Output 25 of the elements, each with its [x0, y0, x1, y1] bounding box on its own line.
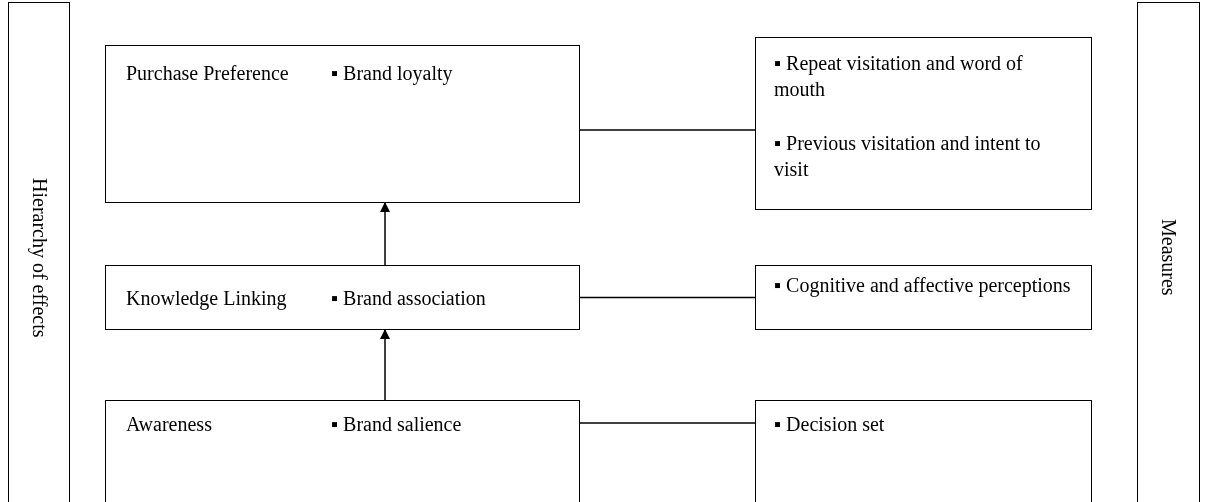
side-label-band — [8, 2, 70, 502]
connector-line — [579, 296, 756, 299]
side-label-band — [1137, 2, 1200, 502]
vertical-label: Hierarchy of effects — [27, 177, 51, 338]
connector-line — [579, 129, 756, 131]
bullet-item: ▪ Decision set — [774, 412, 885, 437]
bullet-item: ▪ Repeat visitation and word of mouth — [774, 51, 1024, 102]
measures-box — [755, 265, 1092, 330]
measures-box — [755, 37, 1092, 210]
arrow — [380, 329, 390, 401]
measures-box — [755, 400, 1092, 502]
bullet-item: ▪ Brand association — [331, 286, 486, 311]
stage-box — [105, 265, 580, 330]
bullet-item: ▪ Cognitive and affective perceptions — [774, 273, 1071, 298]
connector-line — [579, 422, 756, 424]
stage-box — [105, 45, 580, 203]
stage-title: Knowledge Linking — [126, 286, 287, 311]
vertical-label: Measures — [1157, 219, 1180, 296]
bullet-item: ▪ Previous visitation and intent to visit — [774, 131, 1042, 182]
stage-title: Purchase Preference — [126, 61, 289, 86]
bullet-item: ▪ Brand salience — [331, 412, 462, 437]
arrow — [380, 202, 390, 266]
stage-title: Awareness — [126, 412, 212, 437]
stage-box — [105, 400, 580, 502]
bullet-item: ▪ Brand loyalty — [331, 61, 453, 86]
